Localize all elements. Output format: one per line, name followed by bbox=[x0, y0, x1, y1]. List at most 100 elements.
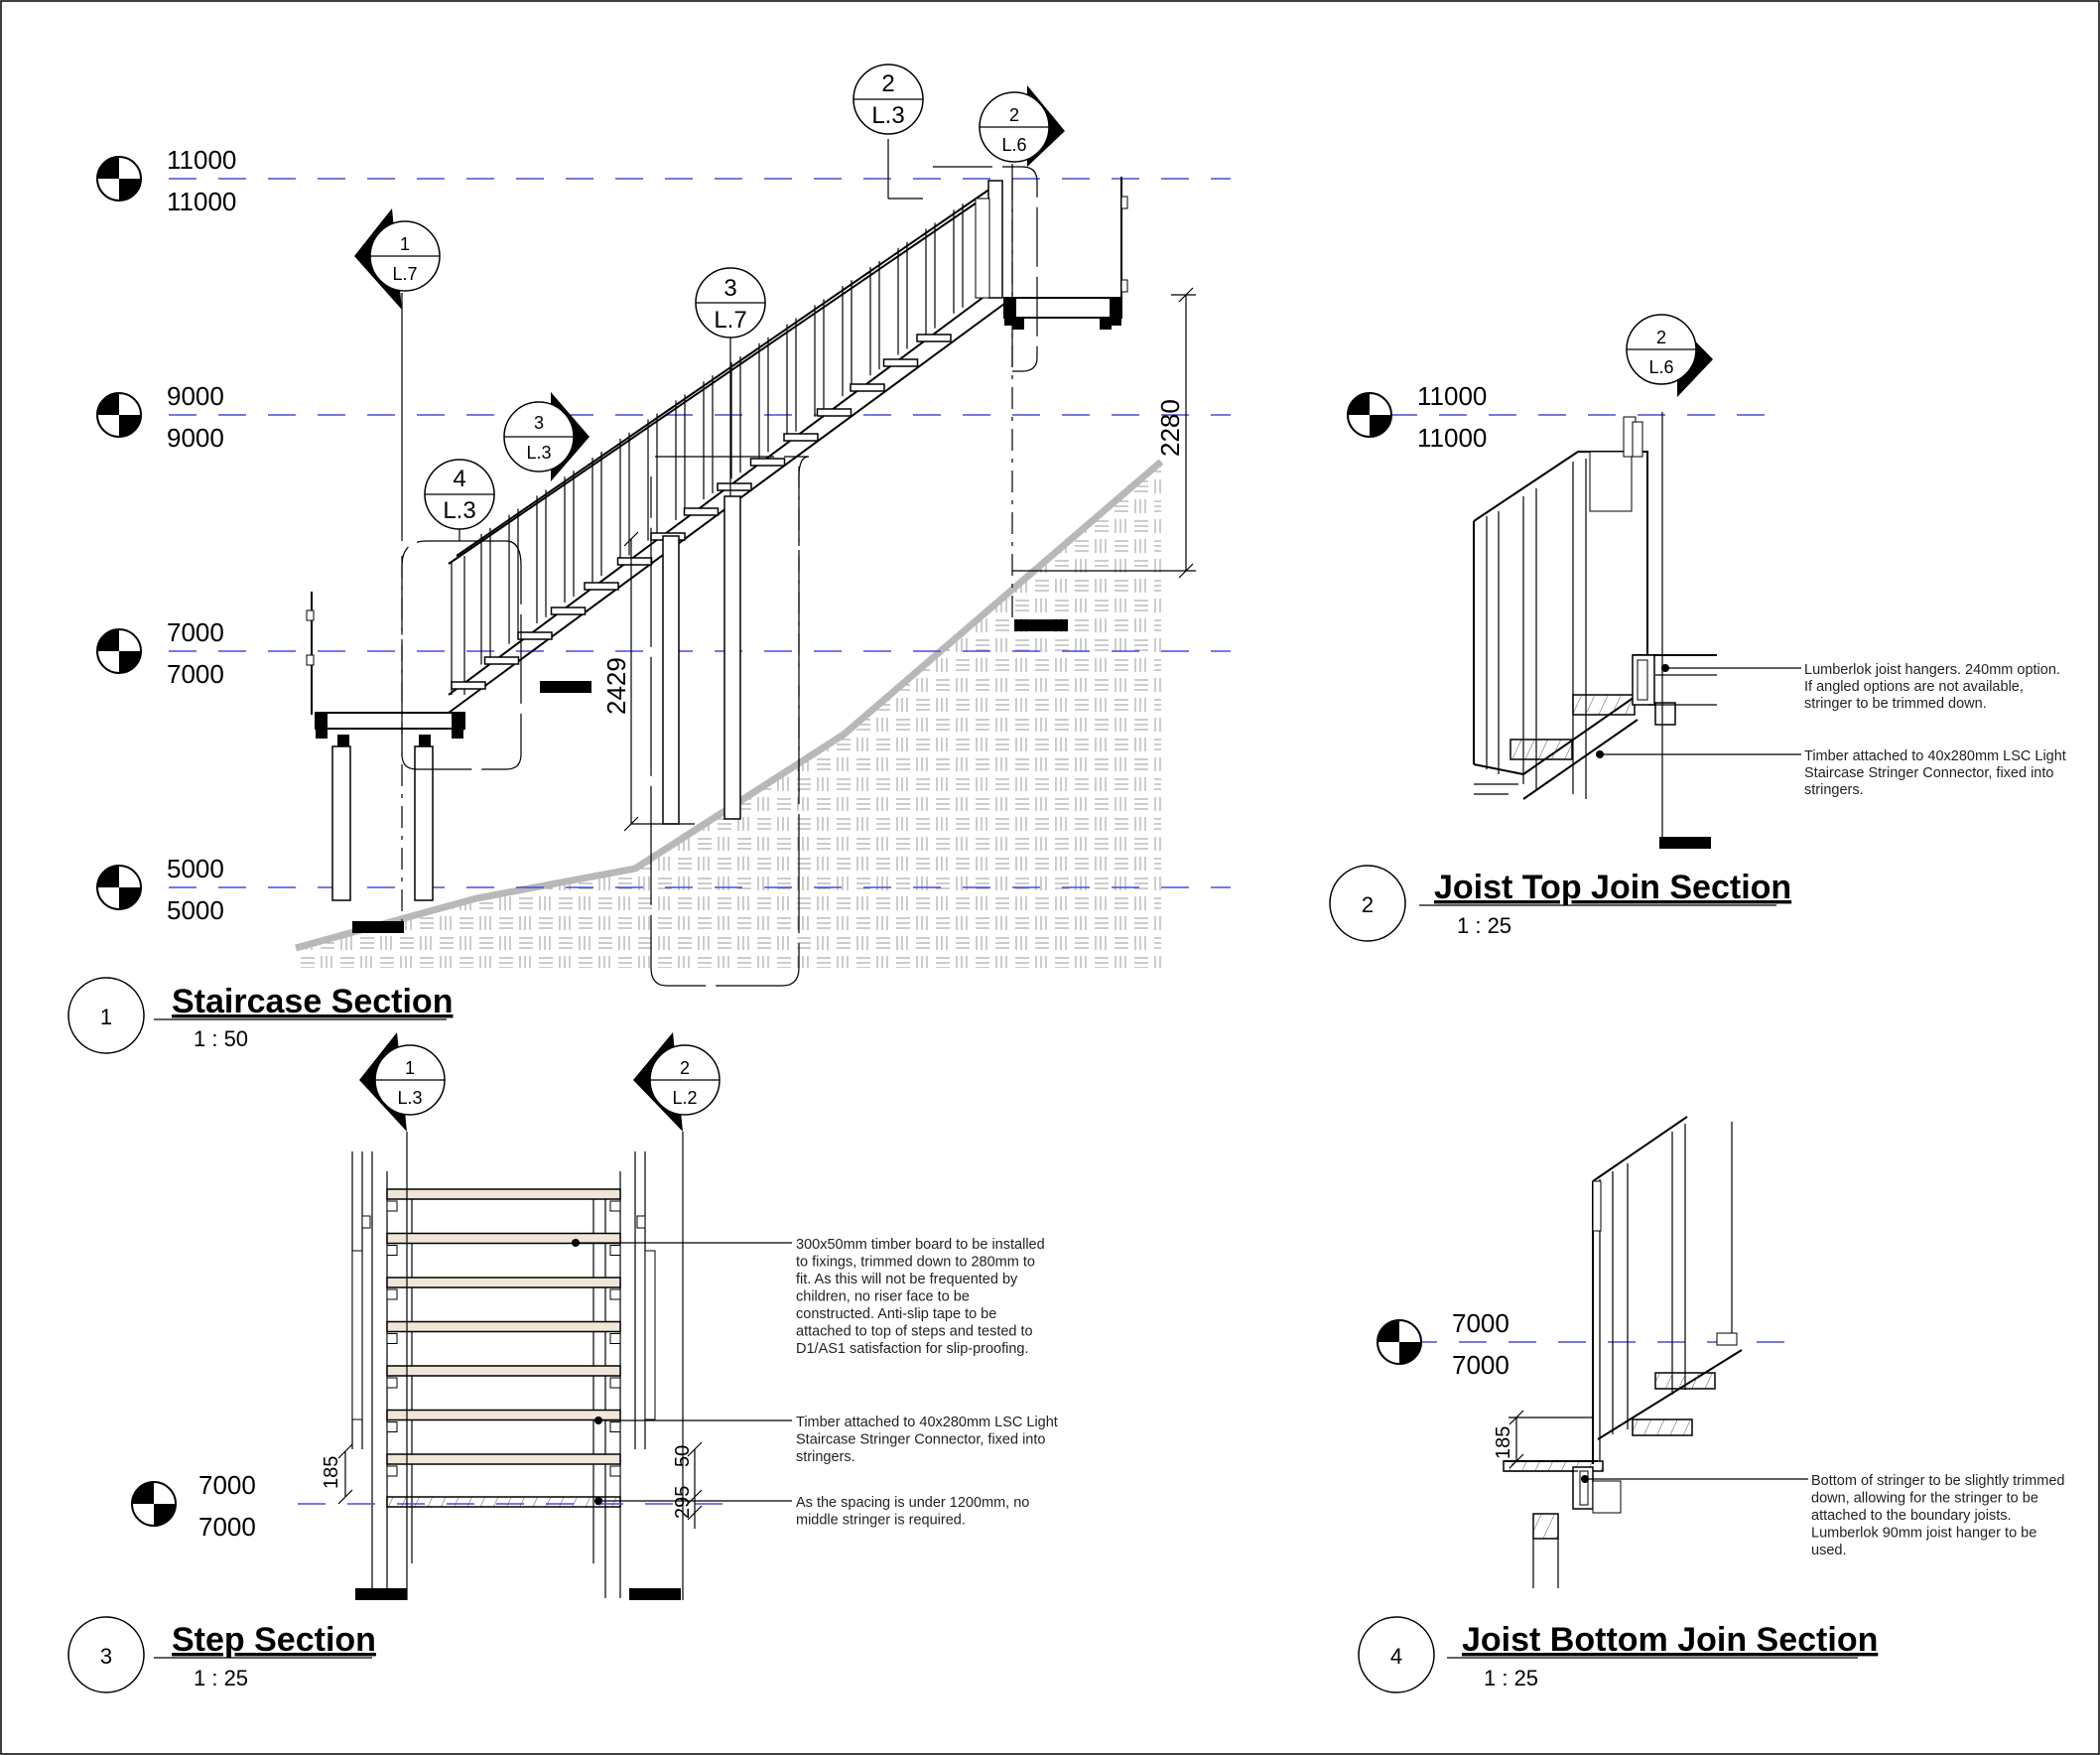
section-tag-1-L7: 1 L.7 bbox=[354, 208, 441, 541]
stair-tread bbox=[584, 582, 619, 591]
step-board bbox=[386, 1365, 621, 1377]
note-line: down, allowing for the stringer to be bbox=[1811, 1491, 2038, 1507]
joist-top-join-view: 11000 11000 2 L.6 bbox=[1329, 314, 2066, 942]
section-tag-3-L3: 3 L.3 bbox=[503, 392, 590, 481]
step-fixing bbox=[386, 1333, 398, 1344]
section-tag-1-L3: 1 L.3 bbox=[359, 1032, 446, 1132]
section-marker bbox=[540, 681, 591, 693]
step-treads bbox=[386, 1188, 621, 1477]
note-line: Staircase Stringer Connector, fixed into bbox=[796, 1432, 1045, 1448]
tag-sheet: L.2 bbox=[672, 1088, 697, 1108]
callout-boundary bbox=[650, 456, 810, 987]
note-line: children, no riser face to be bbox=[796, 1289, 970, 1305]
tag-number: 1 bbox=[405, 1058, 415, 1078]
stair-tread bbox=[550, 607, 587, 615]
tag-number: 1 bbox=[400, 234, 410, 254]
tag-number: 2 bbox=[680, 1058, 690, 1078]
view-scale: 1 : 50 bbox=[194, 1026, 248, 1051]
step-fixing bbox=[386, 1377, 398, 1389]
note-line: If angled options are not available, bbox=[1804, 679, 2024, 695]
note-line: Timber attached to 40x280mm LSC Light bbox=[1804, 748, 2066, 764]
step-fixing bbox=[609, 1200, 621, 1212]
dim-label: 2280 bbox=[1155, 399, 1185, 457]
tag-sheet: L.7 bbox=[714, 307, 746, 334]
level-label: 9000 bbox=[167, 381, 224, 411]
view-scale: 1 : 25 bbox=[1484, 1666, 1538, 1690]
level-marker-icon bbox=[96, 392, 142, 438]
step-board bbox=[386, 1453, 621, 1465]
step-fixing bbox=[609, 1333, 621, 1344]
dim-label: 185 bbox=[1493, 1426, 1514, 1459]
level-label: 7000 bbox=[1452, 1308, 1509, 1338]
step-board bbox=[386, 1320, 621, 1333]
bottom-landing bbox=[306, 592, 465, 933]
stair-tread bbox=[717, 482, 752, 491]
dimension-185-bottom: 185 bbox=[1493, 1410, 1593, 1469]
level-marker-icon bbox=[96, 628, 142, 674]
note-stringer-trimmed: Bottom of stringer to be slightly trimme… bbox=[1811, 1473, 2064, 1558]
view-title: Staircase Section bbox=[172, 983, 453, 1020]
stair-tread bbox=[451, 681, 486, 690]
level-marker-icon bbox=[131, 1481, 177, 1527]
note-line: stringers. bbox=[796, 1449, 855, 1465]
stair-tread bbox=[483, 656, 520, 665]
step-fixing bbox=[609, 1421, 621, 1432]
section-tag-4-L3: 4 L.3 bbox=[424, 459, 495, 541]
note-line: stringer to be trimmed down. bbox=[1804, 696, 1987, 712]
note-line: attached to top of steps and tested to bbox=[796, 1324, 1033, 1340]
step-fixing bbox=[386, 1200, 398, 1212]
dim-label: 185 bbox=[321, 1456, 342, 1489]
view-scale: 1 : 25 bbox=[194, 1666, 248, 1690]
tag-number: 3 bbox=[534, 413, 544, 433]
stair-tread bbox=[816, 408, 853, 417]
section-tag-2-L2: 2 L.2 bbox=[633, 1032, 721, 1132]
note-line: constructed. Anti-slip tape to be bbox=[796, 1306, 996, 1322]
note-line: to fixings, trimmed down to 280mm to bbox=[796, 1255, 1035, 1271]
stair-tread bbox=[916, 334, 952, 342]
level-label: 7000 bbox=[198, 1470, 256, 1500]
tag-sheet: L.3 bbox=[397, 1088, 422, 1108]
note-line: 300x50mm timber board to be installed bbox=[796, 1237, 1045, 1253]
view-title: Joist Bottom Join Section bbox=[1462, 1621, 1878, 1659]
note-line: Bottom of stringer to be slightly trimme… bbox=[1811, 1473, 2064, 1489]
level-marker-icon bbox=[1377, 1319, 1422, 1365]
tag-number: 4 bbox=[453, 466, 465, 492]
step-fixing bbox=[609, 1245, 621, 1256]
view-number-circle bbox=[1329, 865, 1406, 942]
view-number-circle bbox=[67, 1616, 145, 1693]
step-fixing bbox=[386, 1288, 398, 1300]
step-board bbox=[386, 1232, 621, 1245]
step-section-view: 7000 7000 1 L.3 2 L.2 185 bbox=[67, 1032, 1058, 1693]
tag-sheet: L.7 bbox=[392, 264, 417, 284]
stair-tread bbox=[882, 358, 919, 367]
tag-number: 2 bbox=[1656, 328, 1666, 347]
step-fixing bbox=[386, 1465, 398, 1477]
stair-tread bbox=[616, 557, 653, 566]
level-label: 7000 bbox=[167, 617, 224, 647]
stair-tread bbox=[850, 383, 885, 392]
note-line: As the spacing is under 1200mm, no bbox=[796, 1495, 1029, 1511]
note-line: stringers. bbox=[1804, 782, 1864, 798]
note-line: Lumberlok 90mm joist hanger to be bbox=[1811, 1526, 2036, 1542]
level-label: 7000 bbox=[167, 659, 224, 689]
step-fixing bbox=[609, 1377, 621, 1389]
step-fixing bbox=[386, 1245, 398, 1256]
dimension-185: 185 bbox=[321, 1443, 353, 1505]
step-board bbox=[386, 1277, 621, 1288]
step-board bbox=[386, 1409, 621, 1421]
callout-boundary bbox=[933, 166, 1038, 372]
view-title: Step Section bbox=[172, 1621, 376, 1659]
tag-sheet: L.3 bbox=[443, 497, 475, 524]
note-line: Staircase Stringer Connector, fixed into bbox=[1804, 765, 2053, 781]
staircase-section-view: 11000 11000 9000 9000 7000 7000 5000 500… bbox=[67, 64, 1231, 1054]
note-text: 300x50mm timber board to be installed to … bbox=[796, 1237, 1045, 1357]
view-number-circle bbox=[67, 977, 145, 1054]
level-label: 5000 bbox=[167, 854, 224, 883]
level-label: 5000 bbox=[167, 895, 224, 925]
view-number: 1 bbox=[100, 1005, 112, 1029]
dim-label: 50 bbox=[672, 1445, 694, 1467]
tag-sheet: L.3 bbox=[526, 443, 551, 463]
